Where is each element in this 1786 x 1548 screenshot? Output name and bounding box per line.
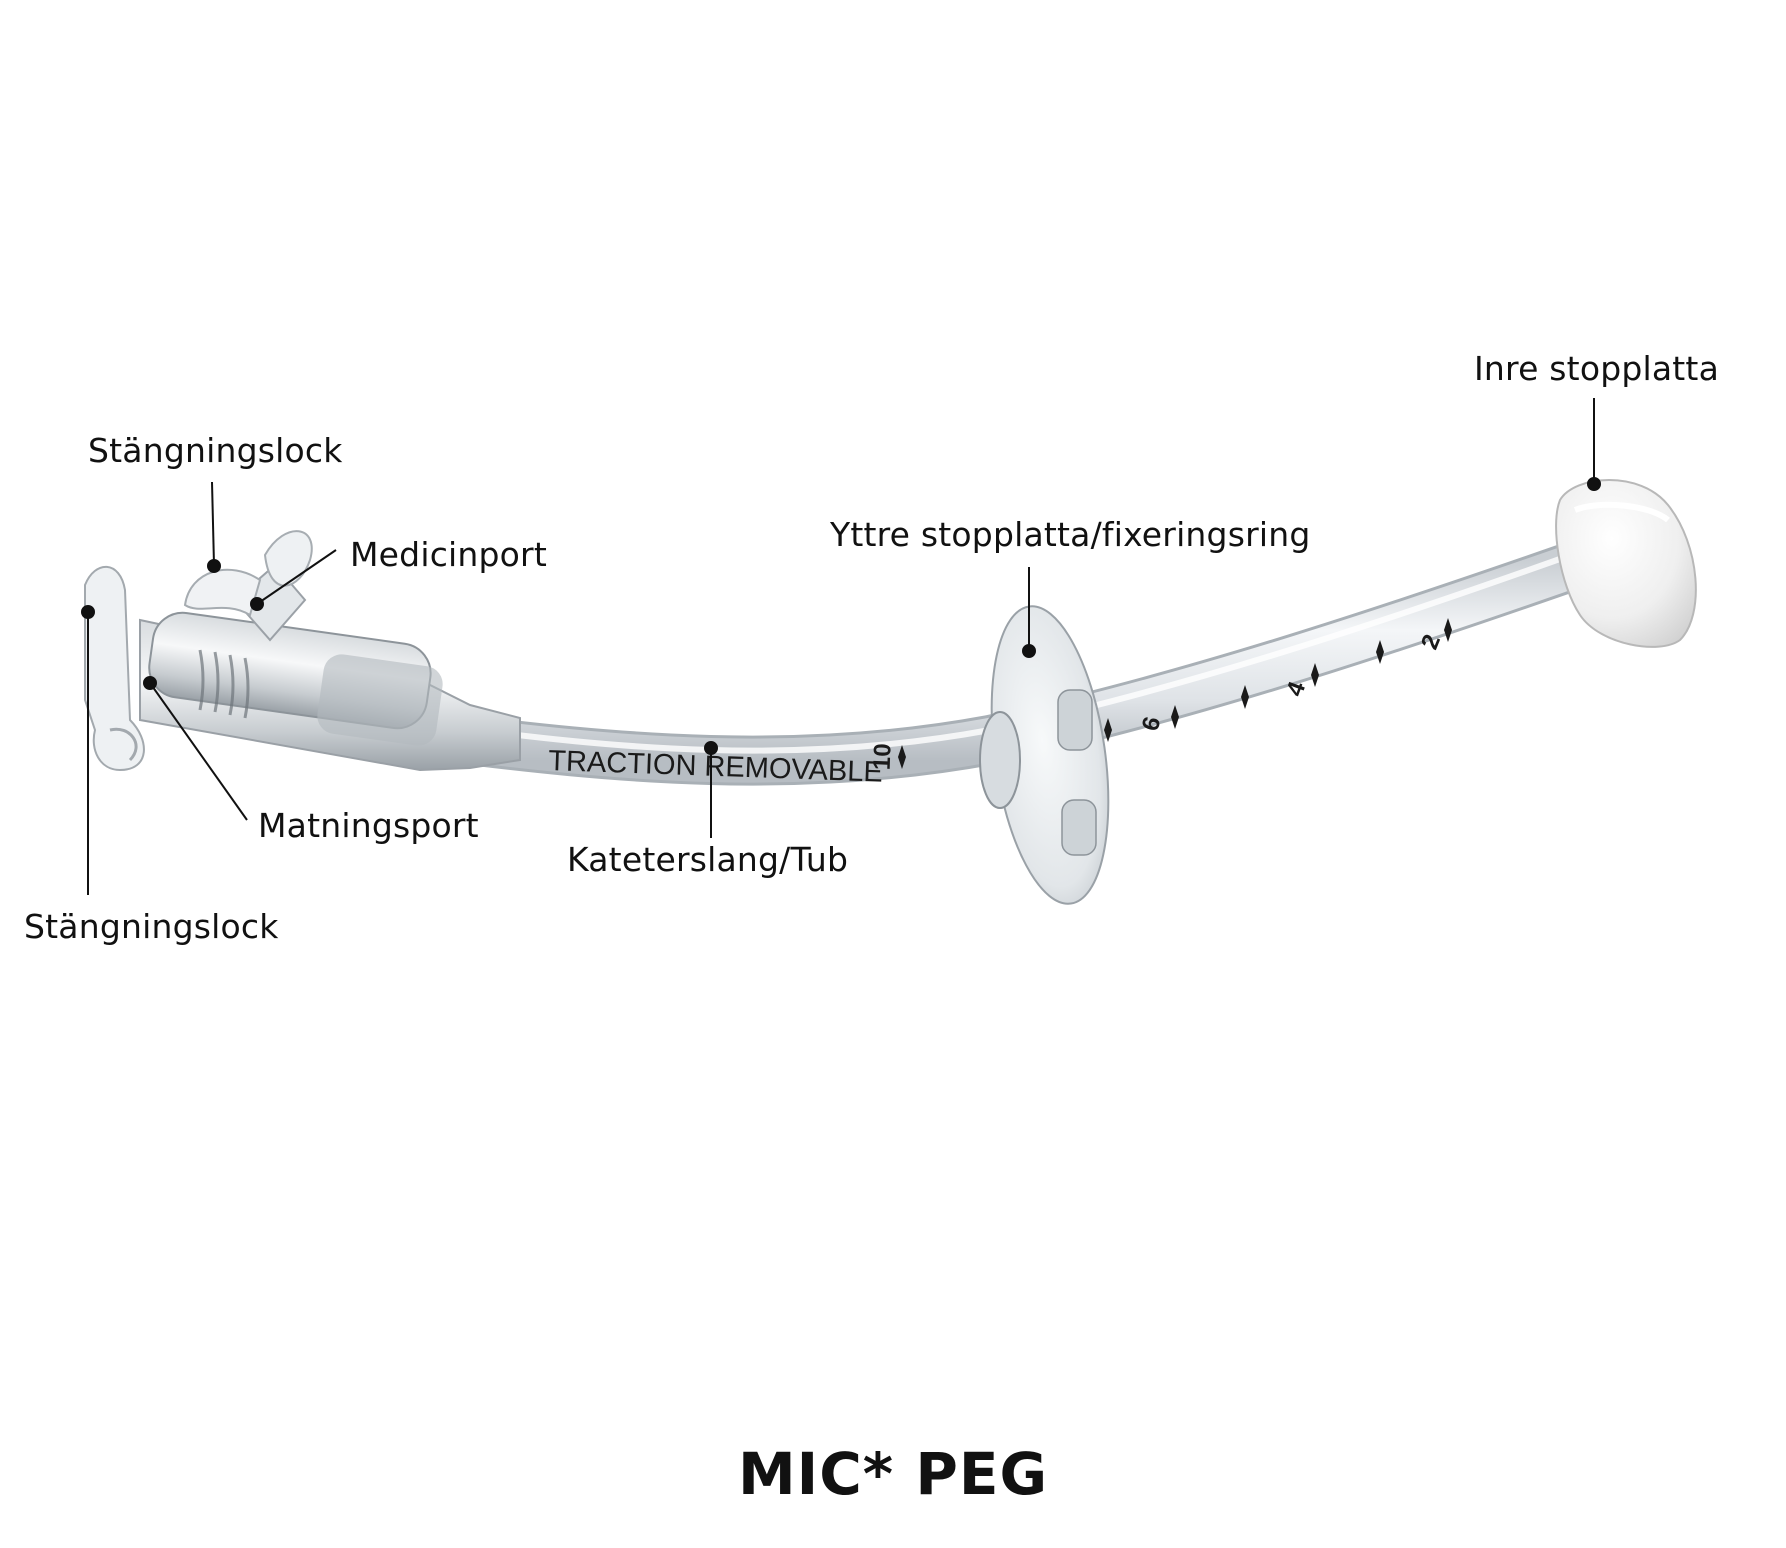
leader-dot — [250, 597, 264, 611]
tube-tick — [898, 745, 906, 769]
leader-dot — [704, 741, 718, 755]
outer-bolster — [979, 605, 1110, 905]
leader-dot — [1587, 477, 1601, 491]
leader-dot — [1022, 644, 1036, 658]
leader-feeding-port — [149, 682, 248, 821]
product-title: MIC* PEG — [737, 1440, 1049, 1508]
label-closure-cap-bottom: Stängningslock — [24, 907, 279, 946]
label-catheter-tube: Kateterslang/Tub — [567, 840, 849, 879]
leader-dot — [143, 676, 157, 690]
leader-dot — [81, 605, 95, 619]
tube-tick — [1104, 718, 1112, 742]
tube-tick — [1311, 663, 1319, 687]
label-closure-cap-top: Stängningslock — [88, 431, 343, 470]
leader-lines — [81, 398, 1601, 895]
tube-tick — [1444, 618, 1452, 642]
leader-medicine-port — [256, 549, 337, 605]
closure-cap-top — [183, 568, 262, 617]
closure-cap-left — [84, 565, 145, 772]
leader-dot — [207, 559, 221, 573]
tube-tick — [1376, 640, 1384, 664]
label-inner-bolster: Inre stopplatta — [1474, 349, 1719, 388]
tube-tick — [1241, 685, 1249, 709]
label-feeding-port: Matningsport — [258, 806, 479, 845]
leader-cap-top — [211, 481, 215, 566]
label-outer-bolster: Yttre stopplatta/fixeringsring — [830, 515, 1311, 554]
feeding-adapter — [139, 611, 521, 772]
label-medicine-port: Medicinport — [350, 535, 547, 574]
tube-tick — [1171, 705, 1179, 729]
inner-bolster — [1555, 479, 1697, 648]
tube-mark-10: 10 — [869, 743, 897, 771]
